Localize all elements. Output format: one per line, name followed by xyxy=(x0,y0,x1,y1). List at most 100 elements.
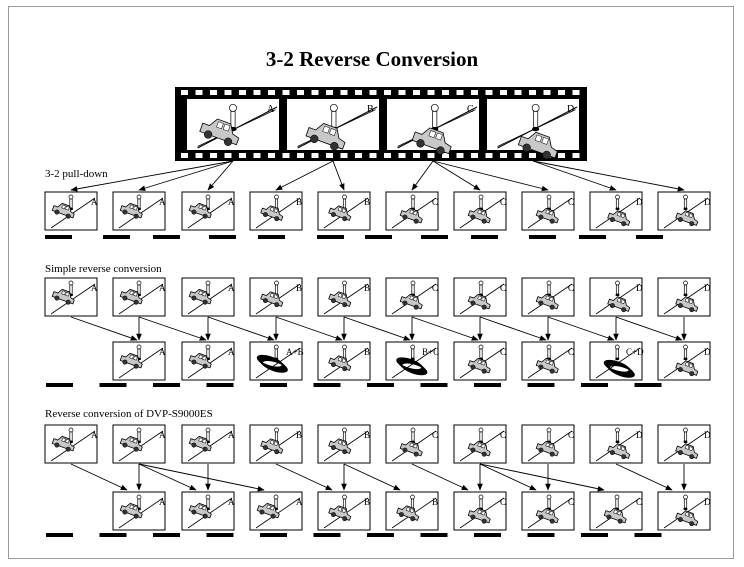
frame-letter: B xyxy=(364,430,370,440)
simple-conversion-label: Simple reverse conversion xyxy=(45,263,162,275)
pulldown-arrow xyxy=(70,160,234,192)
frame-letter: C xyxy=(636,497,642,507)
dvp-arrow xyxy=(411,463,469,491)
frame-letter: A xyxy=(296,497,303,507)
dvp-top-frame-7: C xyxy=(453,424,507,464)
frame-letter: B xyxy=(364,347,370,357)
frame-letter: B xyxy=(296,197,302,207)
frame-letter: D xyxy=(704,197,711,207)
simple-top-frame-7: C xyxy=(453,277,507,317)
simple-top-frame-1: A xyxy=(44,277,98,317)
pulldown-frame-2: A xyxy=(112,191,166,231)
simple-bottom-frame-5: B+C xyxy=(385,341,439,381)
pulldown-arrow xyxy=(207,160,234,191)
frame-letter: A xyxy=(228,347,235,357)
pulldown-frame-4: B xyxy=(249,191,303,231)
simple-field-bar xyxy=(474,383,501,387)
dvp-arrow xyxy=(343,463,401,491)
simple-bottom-frame-4: B xyxy=(317,341,371,381)
pulldown-frame-1: A xyxy=(44,191,98,231)
frame-letter: D xyxy=(636,283,643,293)
film-frame-d: D xyxy=(487,99,579,160)
simple-top-frame-9: D xyxy=(589,277,643,317)
frame-letter: A xyxy=(91,197,98,207)
film-frame-letter: A xyxy=(267,104,275,115)
simple-bottom-frame-6: C xyxy=(453,341,507,381)
simple-top-frame-10: D xyxy=(657,277,711,317)
pulldown-frame-3: A xyxy=(181,191,235,231)
frame-letter: C+D xyxy=(626,347,644,357)
frame-letter: B xyxy=(296,283,302,293)
film-frame-letter: B xyxy=(367,104,374,115)
pulldown-field-bar xyxy=(471,235,498,239)
frame-letter: D xyxy=(704,347,711,357)
film-frame-letter: D xyxy=(567,104,574,115)
frame-letter: D xyxy=(704,283,711,293)
frame-letter: D xyxy=(636,197,643,207)
frame-letter: A xyxy=(228,430,235,440)
film-frame-letter: C xyxy=(467,104,474,115)
frame-letter: B xyxy=(364,283,370,293)
pulldown-field-bar xyxy=(45,235,72,239)
dvp-bottom-frame-1: A xyxy=(112,491,166,531)
dvp-top-frame-6: C xyxy=(385,424,439,464)
simple-diagonal-arrow xyxy=(138,316,207,341)
simple-bottom-frame-2: A xyxy=(181,341,235,381)
frame-letter: C xyxy=(500,347,506,357)
dvp-arrow xyxy=(479,463,605,492)
pulldown-arrow xyxy=(432,160,549,192)
dvp-top-frame-10: D xyxy=(657,424,711,464)
simple-field-bar xyxy=(313,383,341,387)
pulldown-arrow xyxy=(532,160,617,191)
simple-field-bar xyxy=(420,383,448,387)
pulldown-frame-9: D xyxy=(589,191,643,231)
frame-letter: B+C xyxy=(422,347,439,357)
pulldown-field-bar xyxy=(529,235,556,239)
dvp-field-bar xyxy=(474,533,501,537)
dvp-arrow xyxy=(275,463,333,491)
dvp-top-frame-9: D xyxy=(589,424,643,464)
pulldown-arrow xyxy=(432,160,481,191)
dvp-bottom-frame-9: D xyxy=(657,491,711,531)
film-strip: A B C D xyxy=(175,87,587,161)
pulldown-field-bar xyxy=(579,235,606,239)
frame-letter: C xyxy=(568,197,574,207)
pulldown-arrow xyxy=(332,160,345,191)
frame-letter: A xyxy=(159,347,166,357)
frame-letter: C xyxy=(568,430,574,440)
dvp-bottom-frame-8: C xyxy=(589,491,643,531)
dvp-bottom-frame-7: C xyxy=(521,491,575,531)
dvp-bottom-frame-2: A xyxy=(181,491,235,531)
simple-bottom-frame-3: A+B xyxy=(249,341,304,381)
simple-top-frame-5: B xyxy=(317,277,371,317)
dvp-field-bar xyxy=(99,533,127,537)
frame-letter: A xyxy=(91,283,98,293)
simple-field-bar xyxy=(527,383,555,387)
pulldown-frame-10: D xyxy=(657,191,711,231)
dvp-field-bar xyxy=(581,533,608,537)
dvp-bottom-frame-5: B xyxy=(385,491,439,531)
dvp-field-bar xyxy=(153,533,180,537)
dvp-arrow xyxy=(615,463,673,491)
simple-bottom-frame-1: A xyxy=(112,341,166,381)
dvp-bottom-frame-6: C xyxy=(453,491,507,531)
simple-diagonal-arrow xyxy=(547,316,615,341)
frame-letter: A xyxy=(228,283,235,293)
frame-letter: A xyxy=(91,430,98,440)
pulldown-field-bar xyxy=(421,235,448,239)
dvp-top-frame-1: A xyxy=(44,424,98,464)
dvp-field-bar xyxy=(313,533,341,537)
simple-top-frame-8: C xyxy=(521,277,575,317)
dvp-arrow xyxy=(138,463,265,492)
simple-diagonal-arrow xyxy=(479,316,547,341)
frame-letter: D xyxy=(704,497,711,507)
frame-letter: C xyxy=(432,197,438,207)
dvp-top-frame-3: A xyxy=(181,424,235,464)
simple-field-bar xyxy=(581,383,608,387)
frame-letter: B xyxy=(296,430,302,440)
pulldown-field-bar xyxy=(153,235,180,239)
simple-field-bar xyxy=(153,383,180,387)
simple-diagonal-arrow xyxy=(615,316,683,341)
dvp-arrow xyxy=(138,463,197,491)
